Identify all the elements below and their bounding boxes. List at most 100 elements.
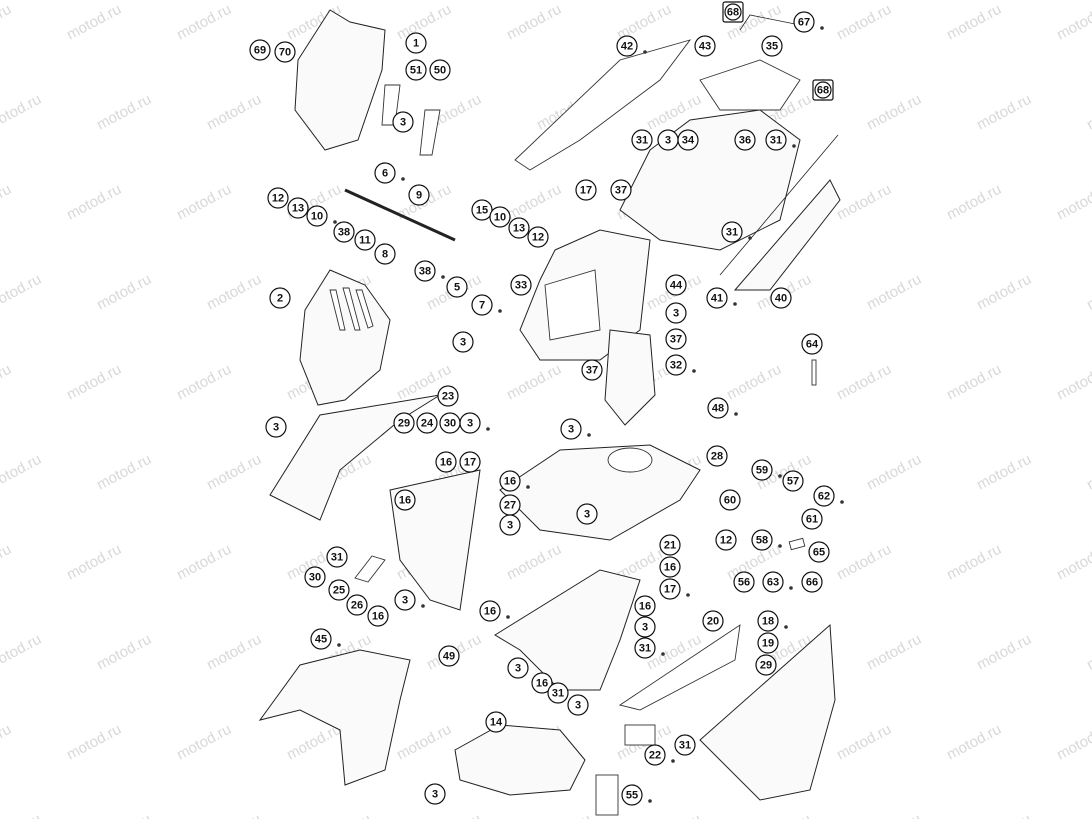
watermark-text: motod.ru	[754, 811, 814, 819]
callout-label: 1	[413, 38, 419, 50]
callout-label: 3	[273, 422, 279, 434]
watermark-text: motod.ru	[64, 541, 124, 584]
callout-label: 3	[402, 595, 408, 607]
callout-circle	[581, 359, 603, 381]
watermark-text: motod.ru	[864, 451, 924, 494]
callout-16: 16	[531, 672, 553, 694]
callout-circle	[621, 784, 643, 806]
callout-16: 16	[394, 489, 416, 511]
callout-label: 40	[775, 293, 787, 305]
callout-circle	[265, 416, 287, 438]
callout-circle	[394, 489, 416, 511]
watermark-text: motod.ru	[204, 811, 264, 819]
callout-circle	[249, 39, 271, 61]
callout-circle	[310, 628, 332, 650]
watermark-text: motod.ru	[864, 91, 924, 134]
part-windscreen	[294, 9, 386, 151]
callout-label: 16	[536, 678, 548, 690]
callout-circle	[392, 111, 414, 133]
screw-icon	[643, 50, 647, 54]
watermark-text: motod.ru	[834, 541, 894, 584]
callout-28: 28	[706, 445, 728, 467]
callout-circle	[510, 274, 532, 296]
watermark-text: motod.ru	[94, 451, 154, 494]
callout-label: 12	[720, 535, 732, 547]
screw-icon	[486, 427, 490, 431]
callout-43: 43	[694, 35, 716, 57]
callout-16: 16	[367, 605, 389, 627]
callout-20: 20	[702, 610, 724, 632]
screw-icon	[748, 236, 752, 240]
callout-label: 42	[621, 41, 633, 53]
callout-circle	[416, 412, 438, 434]
callout-6: 6	[374, 162, 396, 184]
part-small-vent	[354, 555, 386, 583]
callout-label: 59	[756, 465, 768, 477]
callout-circle	[507, 657, 529, 679]
callout-circle	[694, 35, 716, 57]
callout-label: 3	[584, 509, 590, 521]
callout-circle	[424, 783, 446, 805]
watermark-text: motod.ru	[724, 361, 784, 404]
callout-58: 58	[751, 529, 773, 551]
callout-circle	[499, 514, 521, 536]
callout-17: 17	[459, 451, 481, 473]
watermark-text: motod.ru	[1084, 271, 1092, 314]
callout-circle	[489, 206, 511, 228]
callout-label: 34	[682, 135, 695, 147]
part-belly-pan	[494, 569, 641, 691]
callout-label: 3	[515, 663, 521, 675]
watermark-text: motod.ru	[944, 181, 1004, 224]
callout-12: 12	[527, 226, 549, 248]
screw-icon	[661, 652, 665, 656]
screw-icon	[686, 593, 690, 597]
callout-circle	[576, 503, 598, 525]
watermark-text: motod.ru	[504, 181, 564, 224]
callout-circle	[374, 162, 396, 184]
callout-circle	[346, 594, 368, 616]
callout-16: 16	[659, 556, 681, 578]
parts-drawing	[258, 9, 841, 816]
callout-11: 11	[354, 229, 376, 251]
callout-label: 3	[467, 418, 473, 430]
callout-label: 31	[552, 688, 564, 700]
callout-16: 16	[435, 451, 457, 473]
callout-1: 1	[405, 32, 427, 54]
callout-label: 3	[432, 789, 438, 801]
callout-circle	[326, 546, 348, 568]
watermark-text: motod.ru	[94, 631, 154, 674]
callout-label: 14	[490, 717, 503, 729]
watermark-text: motod.ru	[974, 451, 1034, 494]
callout-label: 21	[664, 540, 676, 552]
callout-circle	[471, 294, 493, 316]
callout-label: 28	[711, 451, 723, 463]
callout-3: 3	[452, 331, 474, 353]
callout-circle	[438, 645, 460, 667]
callout-3: 3	[576, 503, 598, 525]
callout-label: 33	[515, 280, 527, 292]
screw-icon	[648, 799, 652, 803]
watermark-text: motod.ru	[204, 91, 264, 134]
callout-15: 15	[471, 199, 493, 221]
callout-circle	[414, 260, 436, 282]
part-bolt	[811, 359, 817, 386]
callout-16: 16	[499, 470, 521, 492]
callout-circle	[706, 445, 728, 467]
callout-circle	[634, 616, 656, 638]
callout-label: 13	[513, 223, 525, 235]
callout-circle	[757, 610, 779, 632]
callout-label: 19	[762, 638, 774, 650]
callout-5: 5	[446, 276, 468, 298]
callout-3: 3	[424, 783, 446, 805]
callout-circle	[527, 226, 549, 248]
part-filler-cap	[607, 447, 653, 473]
callout-22: 22	[644, 744, 666, 766]
callout-circle	[333, 221, 355, 243]
callout-label: 68	[727, 7, 739, 19]
callout-label: 16	[484, 606, 496, 618]
callout-66: 66	[801, 571, 823, 593]
callout-label: 61	[806, 514, 818, 526]
callout-circle	[801, 508, 823, 530]
callout-circle	[287, 197, 309, 219]
